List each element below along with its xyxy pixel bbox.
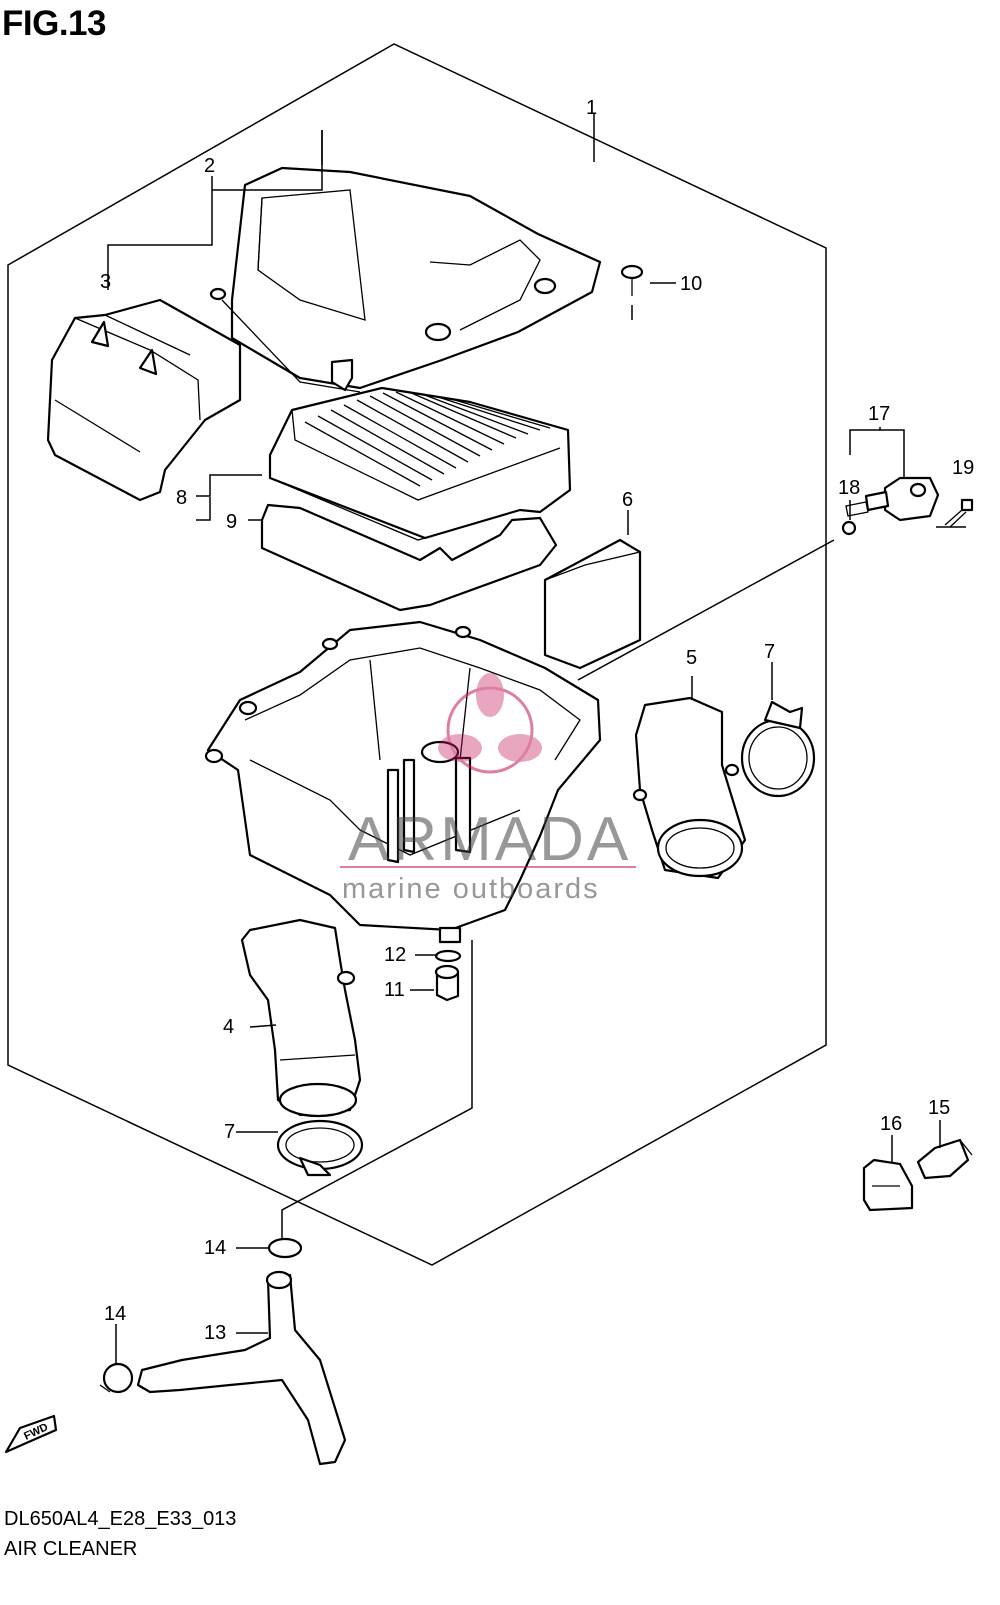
callout-7-lower: 7 [224, 1121, 235, 1143]
figure-code: DL650AL4_E28_E33_013 [4, 1508, 237, 1530]
callout-14-lower: 14 [104, 1303, 126, 1325]
part-clamp-upper [740, 700, 816, 798]
callout-10: 10 [680, 273, 702, 295]
part-label [543, 538, 642, 670]
watermark-brand: ARMADA [348, 805, 631, 874]
part-sensor [841, 476, 940, 536]
callout-7-upper: 7 [764, 641, 775, 663]
watermark-tagline: marine outboards [342, 873, 600, 905]
part-cap-11 [434, 964, 460, 1002]
part-lower-case [204, 620, 602, 944]
part-filter-element [268, 386, 572, 541]
part-connector-15 [916, 1138, 973, 1180]
callout-4: 4 [223, 1016, 234, 1038]
figure-name: AIR CLEANER [4, 1538, 138, 1560]
leader-lines [107, 114, 966, 1364]
callout-18: 18 [838, 477, 860, 499]
part-clamp-lower [276, 1119, 364, 1177]
figure-title: FIG.13 [2, 4, 106, 43]
part-clip-14-lower [99, 1362, 134, 1394]
callout-labels: 1 2 3 4 5 6 7 7 8 9 10 11 12 13 14 14 15… [100, 97, 974, 1344]
part-connector-16 [862, 1158, 914, 1212]
callout-12: 12 [384, 944, 406, 966]
callout-5: 5 [686, 647, 697, 669]
part-intake-duct [46, 298, 242, 502]
part-clip-12 [434, 949, 462, 963]
callout-14-upper: 14 [204, 1237, 226, 1259]
assembly-boundary [7, 43, 827, 1266]
part-hose-13 [136, 1270, 347, 1466]
part-clip-14-upper [267, 1237, 303, 1259]
part-drain-hose [240, 918, 362, 1118]
part-screw-10 [620, 264, 644, 296]
callout-3: 3 [100, 271, 111, 293]
callout-1: 1 [586, 97, 597, 119]
callout-16: 16 [880, 1113, 902, 1135]
callout-11: 11 [384, 979, 405, 1001]
part-upper-case [209, 166, 602, 393]
callout-15: 15 [928, 1097, 950, 1119]
callout-9: 9 [226, 511, 237, 533]
fwd-direction-arrow-icon: FWD [4, 1414, 58, 1454]
part-seal [260, 503, 558, 612]
callout-8: 8 [176, 487, 187, 509]
watermark: ARMADA marine outboards [340, 673, 636, 905]
part-screw-19 [944, 498, 974, 528]
callout-2: 2 [204, 155, 215, 177]
callout-13: 13 [204, 1322, 226, 1344]
callout-6: 6 [622, 489, 633, 511]
part-outlet-tube [632, 696, 747, 880]
watermark-logo-icon [438, 673, 542, 774]
callout-17: 17 [868, 403, 890, 425]
callout-19: 19 [952, 457, 974, 479]
